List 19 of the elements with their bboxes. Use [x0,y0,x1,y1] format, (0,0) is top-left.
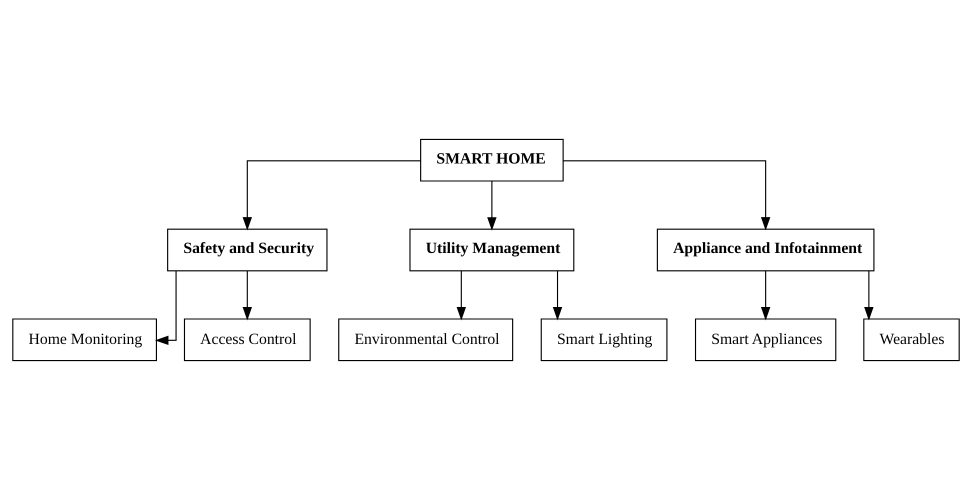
node-box: SMART HOME [420,138,564,182]
arrow [864,270,874,320]
arrow [456,270,466,320]
node-box: Wearables [863,318,960,362]
arrow [552,270,562,320]
arrow [487,181,497,231]
arrow [154,270,177,346]
node-box: Environmental Control [338,318,514,362]
arrow [242,160,420,231]
node-box: Smart Lighting [540,318,668,362]
node-box: Utility Management [409,228,574,272]
arrow [242,270,252,320]
node-box: Smart Appliances [694,318,836,362]
arrow [760,270,770,320]
node-box: Appliance and Infotainment [656,228,874,272]
node-box: Home Monitoring [12,318,157,362]
node-box: Safety and Security [167,228,328,272]
node-box: Access Control [184,318,311,362]
arrow [563,160,770,231]
